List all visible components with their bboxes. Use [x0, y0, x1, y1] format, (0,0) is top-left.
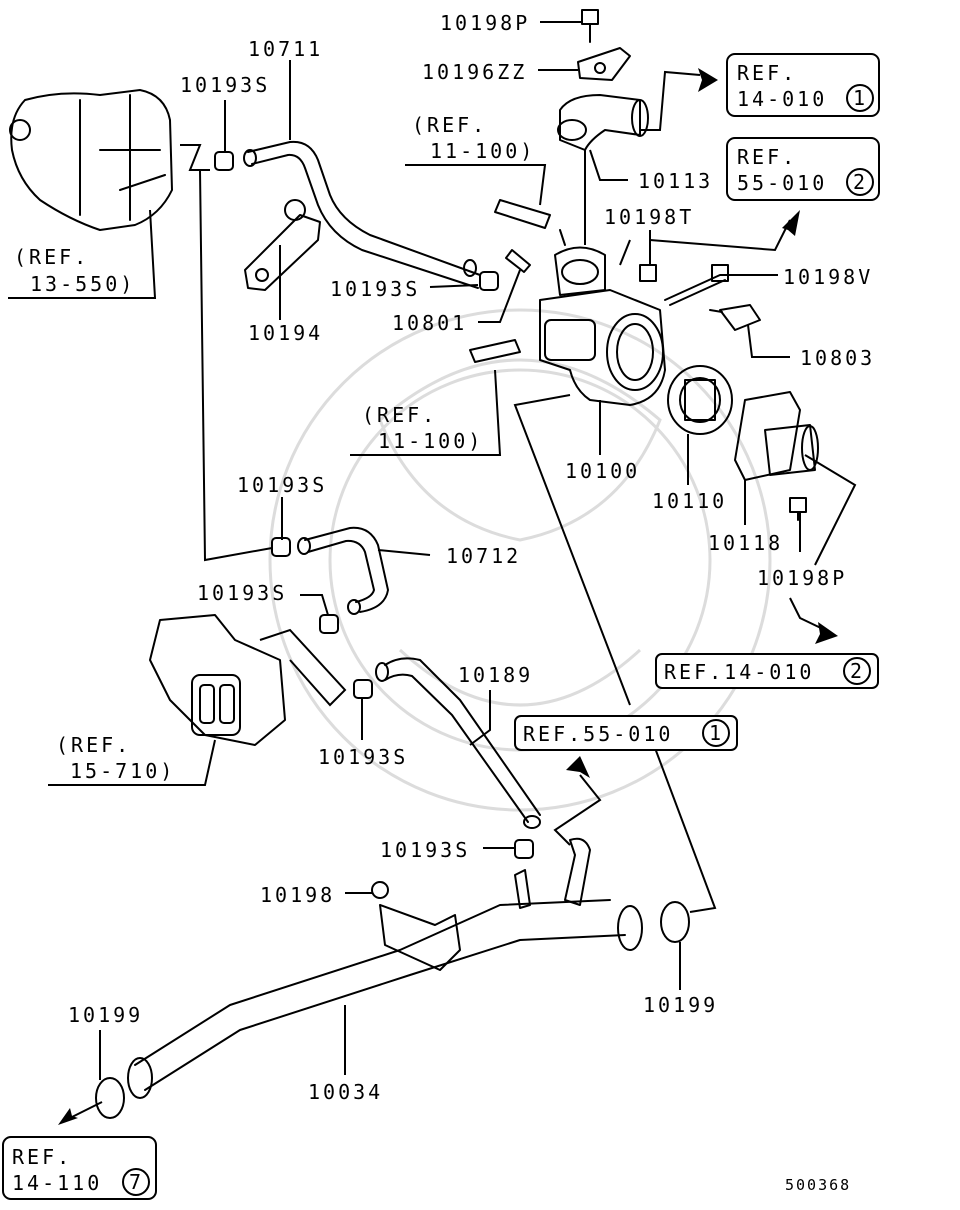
label-10198: 10198 — [260, 883, 335, 907]
svg-text:REF.14-010: REF.14-010 — [664, 660, 814, 684]
label-10194: 10194 — [248, 321, 323, 345]
ref-15-710-line2: 15-710) — [70, 759, 175, 783]
hose-10712-part — [297, 526, 389, 615]
label-10118: 10118 — [708, 531, 783, 555]
thermostat-10110-part — [667, 365, 733, 435]
bracket-10194-part — [244, 199, 321, 291]
label-10198p-top: 10198P — [440, 11, 530, 35]
ref-11-100-mid-line1: (REF. — [362, 403, 437, 427]
svg-text:55-010: 55-010 — [737, 171, 827, 195]
label-10198v: 10198V — [783, 265, 873, 289]
svg-text:2: 2 — [853, 170, 868, 194]
ref-15-710-line1: (REF. — [56, 733, 131, 757]
ref-box-14-010-1: REF. 14-010 1 — [726, 53, 880, 117]
svg-text:1: 1 — [709, 721, 724, 745]
diagram-id: 500368 — [785, 1176, 851, 1194]
engine-block-part — [9, 89, 173, 231]
water-inlet-10118-part — [734, 391, 819, 481]
ref-11-100-mid-line2: 11-100) — [378, 429, 483, 453]
ref-arrows — [58, 68, 838, 1125]
svg-text:REF.55-010: REF.55-010 — [523, 722, 673, 746]
svg-text:2: 2 — [850, 659, 865, 683]
label-10189: 10189 — [458, 663, 533, 687]
label-10199-left: 10199 — [68, 1003, 143, 1027]
label-10110: 10110 — [652, 489, 727, 513]
label-10803: 10803 — [800, 346, 875, 370]
ref-box-14-110-7: REF. 14-110 7 — [2, 1136, 157, 1200]
label-10193s-a: 10193S — [237, 473, 327, 497]
svg-text:1: 1 — [853, 86, 868, 110]
label-10198p-mid: 10198P — [757, 566, 847, 590]
label-10198t: 10198T — [604, 205, 694, 229]
label-10193s-d: 10193S — [380, 838, 470, 862]
label-10196zz: 10196ZZ — [422, 60, 527, 84]
ref-box-55-010-1: REF.55-010 1 — [514, 715, 738, 751]
svg-text:7: 7 — [129, 1170, 144, 1194]
svg-text:REF.: REF. — [737, 145, 797, 169]
water-pipe-10034-part — [127, 837, 643, 1099]
bracket-10196zz-part — [577, 47, 631, 81]
hose-10189-part — [375, 657, 541, 829]
pipe-fragments — [469, 199, 566, 363]
label-10199-right: 10199 — [643, 993, 718, 1017]
arrow-ref-55-010-2 — [782, 210, 800, 236]
bolt-10198p-mid-part — [789, 497, 807, 521]
thermostat-housing-10100-part — [539, 246, 666, 406]
svg-text:14-010: 14-010 — [737, 87, 827, 111]
ref-11-100-top-line1: (REF. — [412, 113, 487, 137]
ref-box-14-010-2: REF.14-010 2 — [655, 653, 879, 689]
ref-box-55-010-2: REF. 55-010 2 — [726, 137, 880, 201]
ref-13-550-line1: (REF. — [14, 245, 89, 269]
part-labels: 10711 10193S 10198P 10196ZZ 10113 10198T… — [68, 11, 875, 1104]
throttle-body-part — [149, 614, 286, 746]
svg-text:14-110: 14-110 — [12, 1171, 102, 1195]
svg-text:REF.: REF. — [737, 61, 797, 85]
label-10034: 10034 — [308, 1080, 383, 1104]
sensor-parts — [505, 249, 761, 331]
oring-10199-parts — [95, 901, 690, 1119]
bolt-10198p-top-part — [581, 9, 599, 43]
ref-13-550-line2: 13-550) — [30, 272, 135, 296]
water-outlet-10113-part — [557, 94, 649, 151]
arrow-ref-14-110-7 — [58, 1108, 78, 1125]
label-10113: 10113 — [638, 169, 713, 193]
ref-11-100-top-line2: 11-100) — [430, 139, 535, 163]
hose-10711-part — [243, 140, 481, 289]
arrow-ref-14-010-2 — [815, 622, 838, 644]
label-10711: 10711 — [248, 37, 323, 61]
label-10193s-b: 10193S — [197, 581, 287, 605]
label-10801: 10801 — [392, 311, 467, 335]
arrow-ref-14-010-1 — [698, 68, 718, 92]
label-10712: 10712 — [446, 544, 521, 568]
leader-lines — [8, 21, 857, 1080]
ref-text-labels: (REF. 13-550) (REF. 11-100) (REF. 11-100… — [14, 113, 535, 783]
arrow-ref-55-010-1 — [566, 756, 590, 778]
label-10193s-c: 10193S — [318, 745, 408, 769]
label-10100: 10100 — [565, 459, 640, 483]
label-10193s-mid: 10193S — [330, 277, 420, 301]
label-10193s-top: 10193S — [180, 73, 270, 97]
svg-text:REF.: REF. — [12, 1145, 72, 1169]
